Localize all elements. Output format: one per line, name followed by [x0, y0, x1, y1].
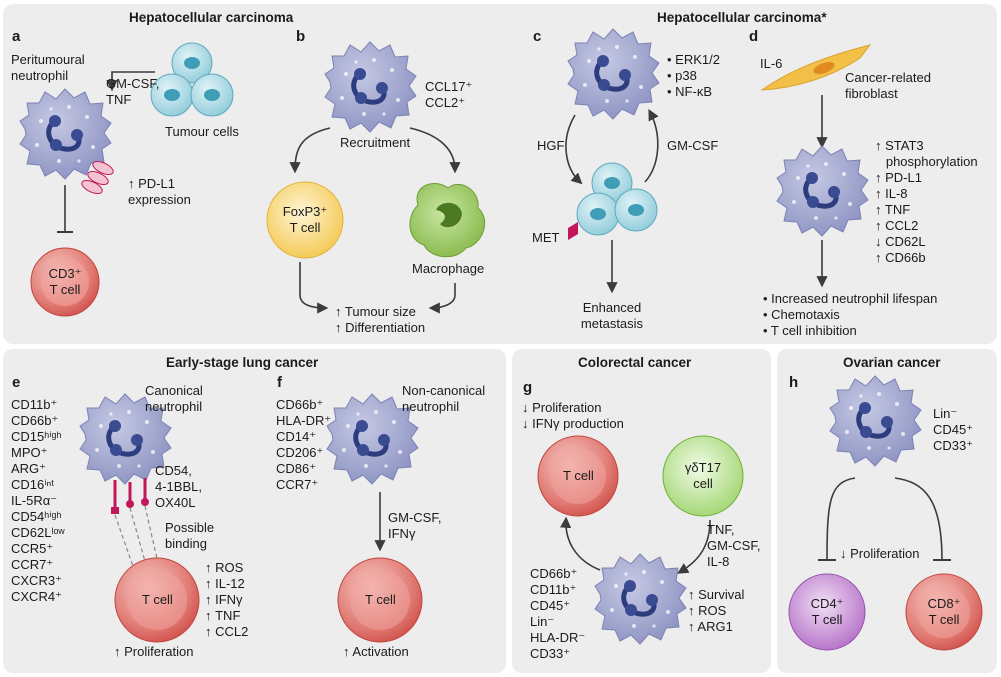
ovarian-neutrophil-cell	[830, 376, 921, 466]
colorectal-neutrophil-cell	[595, 554, 686, 644]
hepatoma-cells	[576, 162, 658, 236]
gdt17-cell	[662, 435, 744, 517]
tumour-cells-label: Tumour cells	[165, 124, 239, 139]
panel-letter-h: h	[789, 374, 799, 391]
ovarian-marker-list: Lin⁻ CD45⁺ CD33⁺	[933, 406, 974, 453]
cd8-t-cell-label: CD8⁺ T cell	[927, 596, 961, 627]
gmcsf-label-c: GM-CSF	[667, 138, 719, 153]
metastatic-neutrophil-cell	[568, 29, 659, 119]
neutrophil-outcomes-list: • Increased neutrophil lifespan • Chemot…	[763, 291, 938, 338]
ligand-list: CD54, 4-1BBL, OX40L	[155, 463, 202, 510]
header-hcc-left: Hepatocellular carcinoma	[129, 10, 294, 25]
possible-binding-label: Possible binding	[165, 520, 215, 551]
panel-letter-e: e	[12, 374, 21, 391]
pdl1-receptors	[81, 161, 114, 194]
il6-label: IL-6	[760, 56, 783, 71]
fibroblast-label: Cancer-related fibroblast	[845, 70, 931, 101]
met-receptor	[568, 222, 578, 240]
foxp3-t-cell-label: FoxP3⁺ T cell	[282, 204, 328, 235]
t-cell-suppression-list: ↓ Proliferation ↓ IFNγ production	[522, 400, 624, 431]
signalling-list: • ERK1/2 • p38 • NF-κB	[667, 52, 720, 99]
hgf-label: HGF	[537, 138, 565, 153]
panel-letter-f: f	[277, 374, 282, 391]
non-canonical-neutrophil-label: Non-canonical neutrophil	[402, 383, 486, 414]
pdl1-expression-label: ↑ PD-L1 expression	[128, 176, 191, 207]
t-cell-e-label: T cell	[142, 592, 173, 607]
non-canonical-marker-list: CD66b⁺ HLA-DR⁺ CD14⁺ CD206⁺ CD86⁺ CCR7⁺	[276, 397, 332, 492]
enhanced-metastasis-label: Enhanced metastasis	[580, 300, 644, 331]
activation-outcome: ↑ Activation	[343, 644, 409, 659]
macrophage-label: Macrophage	[412, 261, 485, 276]
recruitment-label: Recruitment	[340, 135, 411, 150]
header-hcc-right: Hepatocellular carcinoma*	[657, 10, 827, 25]
canonical-marker-list: CD11b⁺ CD66b⁺ CD15ʰⁱᵍʰ MPO⁺ ARG⁺ CD16ⁱⁿᵗ…	[11, 397, 65, 604]
neutrophil-changes-list: ↑ STAT3 phosphorylation ↑ PD-L1 ↑ IL-8 ↑…	[875, 138, 978, 265]
tumour-cells	[150, 42, 234, 117]
panel-lung	[3, 349, 506, 673]
panel-letter-d: d	[749, 28, 759, 45]
colorectal-marker-list: CD66b⁺ CD11b⁺ CD45⁺ Lin⁻ HLA-DR⁻ CD33⁺	[530, 566, 586, 661]
met-label: MET	[532, 230, 560, 245]
panel-letter-g: g	[523, 379, 533, 396]
cd3-t-cell-label: CD3⁺ T cell	[48, 266, 82, 297]
colorectal-t-cell-label: T cell	[563, 468, 594, 483]
ccl-label: CCL17⁺ CCL2⁺	[425, 79, 473, 110]
foxp3-t-cell	[266, 181, 344, 259]
header-colorectal: Colorectal cancer	[578, 355, 692, 370]
panel-letter-c: c	[533, 28, 542, 45]
colorectal-effects-list: ↑ Survival ↑ ROS ↑ ARG1	[688, 587, 745, 634]
gmcsf-tnf-label: GM-CSF, TNF	[106, 76, 160, 107]
cd4-t-cell-label: CD4⁺ T cell	[810, 596, 844, 627]
panel-letter-b: b	[296, 28, 306, 45]
gmcsf-ifng-label: GM-CSF, IFNγ	[388, 510, 442, 541]
canonical-neutrophil-label: Canonical neutrophil	[145, 383, 203, 414]
panel-letter-a: a	[12, 28, 21, 45]
t-cell-f-label: T cell	[365, 592, 396, 607]
peritumoural-neutrophil-label: Peritumoural neutrophil	[11, 52, 85, 83]
colorectal-cytokine-list: TNF, GM-CSF, IL-8	[707, 522, 761, 569]
ccl-neutrophil-cell	[325, 42, 416, 132]
il6-primed-neutrophil-cell	[777, 146, 868, 236]
gdt17-cell-label: γδT17 cell	[684, 460, 722, 491]
ovarian-proliferation-label: ↓ Proliferation	[840, 546, 920, 561]
proliferation-outcome-e: ↑ Proliferation	[114, 644, 194, 659]
t-cell-effects-list: ↑ ROS ↑ IL-12 ↑ IFNγ ↑ TNF ↑ CCL2	[205, 560, 249, 639]
header-lung: Early-stage lung cancer	[166, 355, 319, 370]
tumour-size-outcome: ↑ Tumour size ↑ Differentiation	[335, 304, 426, 335]
cd4-t-cell	[788, 573, 866, 651]
header-ovarian: Ovarian cancer	[843, 355, 941, 370]
ligand-stalks	[111, 478, 149, 514]
